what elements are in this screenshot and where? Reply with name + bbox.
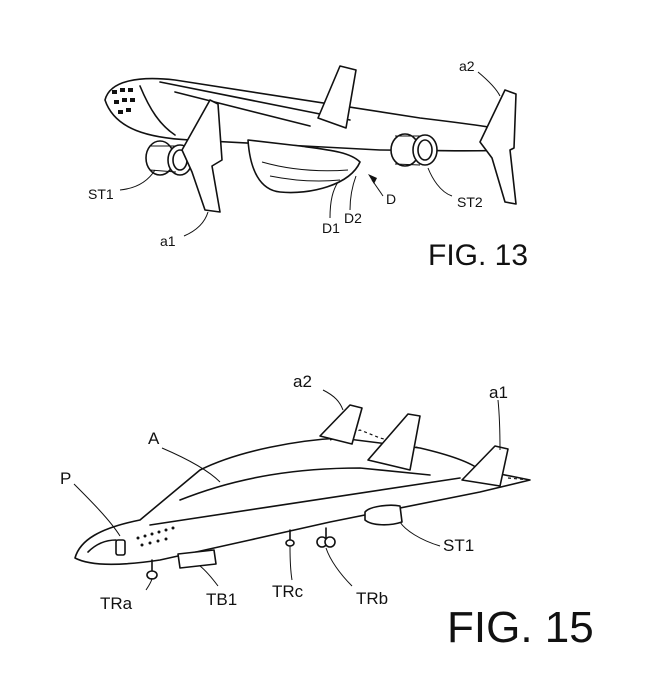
fig13-canard-a1 [181,99,223,213]
fig13-label-a2: a2 [459,58,475,74]
fig13-tail-fin [317,65,357,129]
fig15-cabin-windows [136,526,175,547]
fig15-label-a: A [148,429,160,448]
fig15-label-tra: TRa [100,594,133,613]
fig13-cockpit-windows [112,88,135,114]
fig13-label-st2: ST2 [457,194,483,210]
fig13-engine-st1 [145,140,193,176]
fig13-label-st1: ST1 [88,186,114,202]
fig15-label-st1: ST1 [443,536,474,555]
fig15-label-a1: a1 [489,383,508,402]
fig15-label-a2: a2 [293,372,312,391]
fig13-ventral-pod [247,139,361,194]
fig13-label-d1: D1 [322,220,340,236]
fig15-label-trc: TRc [272,582,304,601]
fig15-landing-gear-tra [146,559,158,580]
fig13-label-a1: a1 [160,233,176,249]
fig15-engine-st1 [364,504,403,526]
fig13-label-d: D [386,191,396,207]
fig13-engine-st2 [390,133,438,167]
fig15-label-tb1: TB1 [206,590,237,609]
fig15-fin-a1 [461,445,509,487]
fig13-title: FIG. 13 [428,239,528,272]
figure-15: a2 a1 A P ST1 TRa TB1 TRc TRb FIG. 15 [60,372,594,652]
fig15-label-p: P [60,469,71,488]
fig13-rear-fin-a2 [479,89,517,205]
fig15-engine-tb1 [177,549,217,569]
fig15-title: FIG. 15 [447,603,594,652]
fig15-label-trb: TRb [356,589,388,608]
fig15-landing-gear-trb [316,527,336,548]
fig13-fuselage [104,77,513,152]
figure-13: a2 ST1 a1 D1 D2 D ST2 FIG. 13 [88,58,528,272]
fig13-label-d2: D2 [344,210,362,226]
fig15-fin-a2 [319,404,363,445]
fig15-vertical-stabilizer [367,413,421,471]
